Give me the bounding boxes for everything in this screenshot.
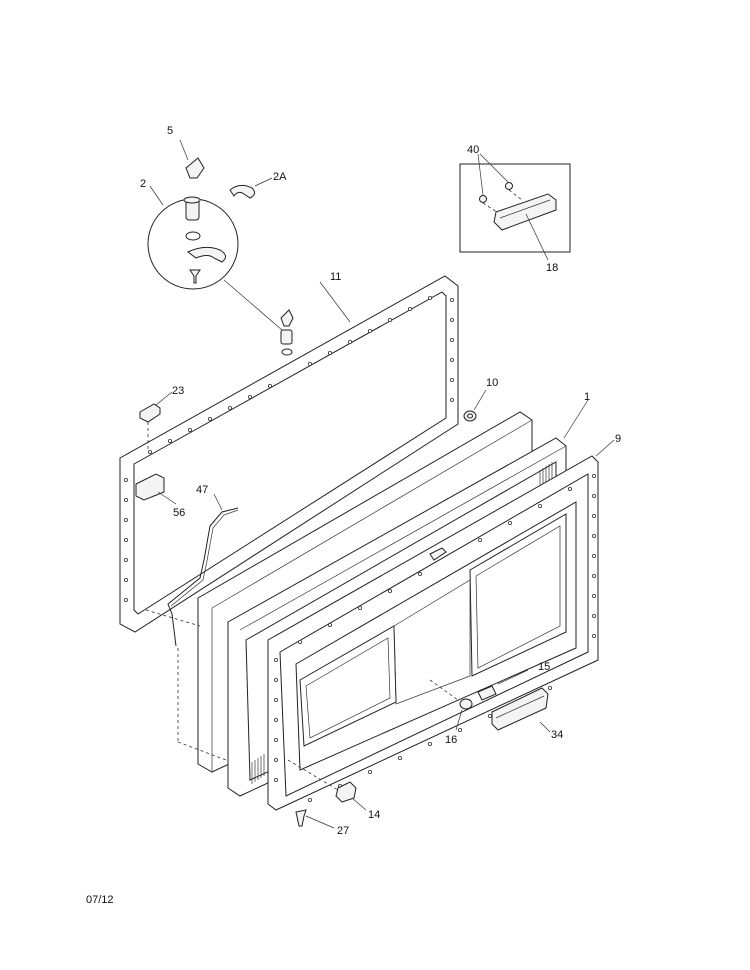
callout-14: 14 [368, 809, 380, 821]
bracket-part-23 [139, 403, 161, 423]
light-bulb-part-16 [455, 698, 473, 731]
callout-56: 56 [173, 507, 185, 519]
callout-2a: 2A [273, 171, 287, 183]
light-socket-part-15 [477, 669, 529, 701]
handle-inset-box [459, 153, 571, 261]
callout-23: 23 [172, 385, 184, 397]
callout-1: 1 [584, 391, 590, 403]
callout-5: 5 [167, 125, 173, 137]
light-cover-part-34 [491, 687, 551, 733]
clip-part-2a [229, 184, 256, 199]
screw-part-27 [295, 809, 335, 829]
lid-gasket-frame-part-11 [119, 275, 459, 633]
callout-2: 2 [140, 178, 146, 190]
grommet-part-10 [463, 389, 487, 422]
hidden-lines [145, 609, 227, 761]
wire-harness-part-47 [167, 507, 239, 647]
switch-part-14 [287, 759, 367, 811]
hinge-cap-part-5 [185, 157, 205, 179]
callout-34: 34 [551, 729, 563, 741]
revision-date: 07/12 [86, 894, 114, 906]
callout-16: 16 [445, 734, 457, 746]
callout-9: 9 [615, 433, 621, 445]
hinge-detail-circle [147, 196, 239, 290]
callout-11: 11 [330, 271, 341, 283]
callout-47: 47 [196, 484, 208, 496]
callout-15: 15 [538, 661, 550, 673]
callout-18: 18 [546, 262, 558, 274]
callout-40: 40 [467, 144, 479, 156]
bracket-part-56 [135, 473, 165, 501]
callout-27: 27 [337, 825, 349, 837]
callout-10: 10 [486, 377, 498, 389]
lid-liner-part-9 [267, 439, 615, 811]
